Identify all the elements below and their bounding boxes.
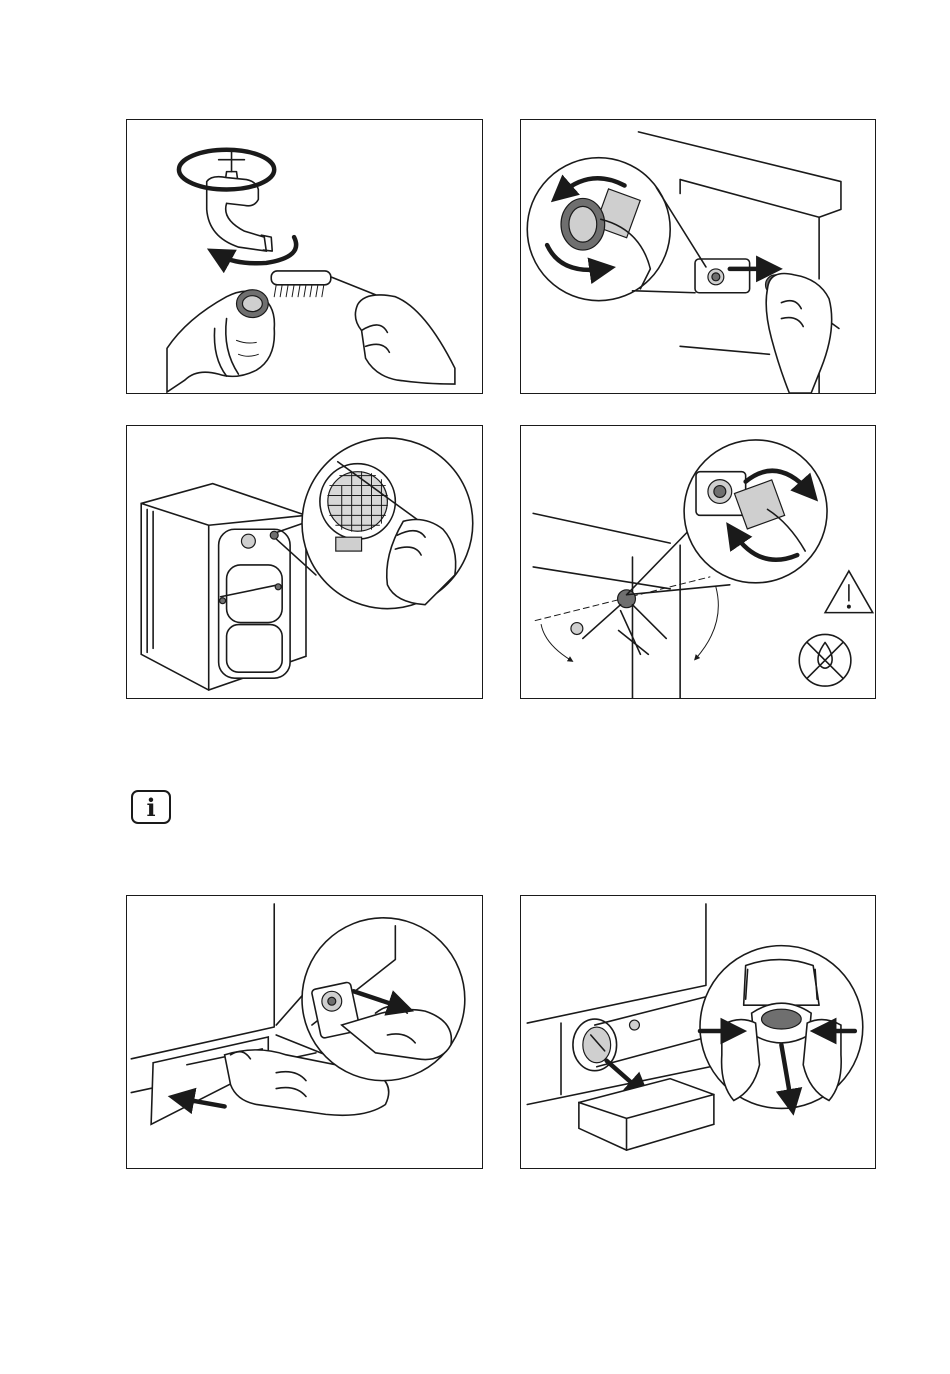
- inlet-filter-cleaning-illustration: [126, 425, 483, 699]
- hose-angle-warning-icon: [521, 426, 875, 698]
- tap-aerator-cleaning-illustration: [126, 119, 483, 394]
- pump-flap-icon: [127, 896, 482, 1168]
- hose-reconnect-illustration: [520, 425, 876, 699]
- pump-flap-open-illustration: [126, 895, 483, 1169]
- hose-valve-icon: [521, 120, 875, 393]
- pump-filter-remove-illustration: [520, 895, 876, 1169]
- pump-filter-icon: [521, 896, 875, 1168]
- info-glyph: i: [133, 792, 169, 822]
- hose-disconnect-illustration: [520, 119, 876, 394]
- information-icon: i: [131, 790, 171, 824]
- filter-brush-icon: [127, 426, 482, 698]
- tap-and-brush-icon: [127, 120, 482, 393]
